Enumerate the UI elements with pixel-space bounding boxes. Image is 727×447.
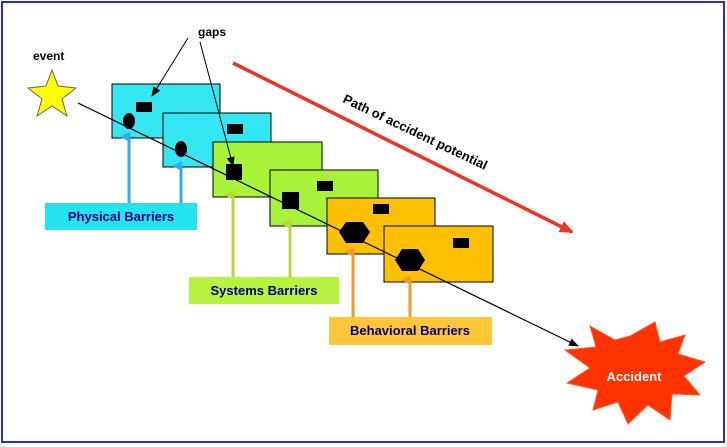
gaps-pointer-arrow [151, 37, 189, 97]
hole-hexagon [395, 249, 425, 271]
gaps-label: gaps [198, 25, 226, 39]
hole-oval [123, 113, 135, 129]
hole-oval [175, 141, 187, 157]
physical-barriers-label: Physical Barriers [68, 209, 174, 224]
gap-hole [227, 124, 243, 134]
gap-hole [453, 238, 469, 248]
gap-holes [136, 102, 469, 248]
behavioral-barriers-label: Behavioral Barriers [350, 323, 470, 338]
event-star-icon [26, 68, 78, 118]
physical-barriers-label-box [45, 203, 197, 230]
event-label: event [33, 49, 64, 63]
path-arrow [232, 61, 574, 234]
aligned-holes [123, 113, 425, 271]
accident-label: Accident [607, 369, 663, 384]
gap-hole [373, 204, 389, 214]
gaps-pointer-arrow [199, 41, 235, 167]
physical-barrier-layers [111, 83, 272, 168]
systems-barriers-label-box [189, 277, 339, 304]
systems-barriers-label: Systems Barriers [211, 283, 318, 298]
gap-hole [317, 181, 333, 191]
gap-hole [136, 102, 152, 112]
hole-square [226, 164, 242, 180]
hole-hexagon [339, 222, 370, 243]
behavioral-barriers-label-box [329, 317, 492, 345]
accident-burst-icon [563, 321, 707, 425]
accident-trajectory-arrow [77, 102, 579, 347]
